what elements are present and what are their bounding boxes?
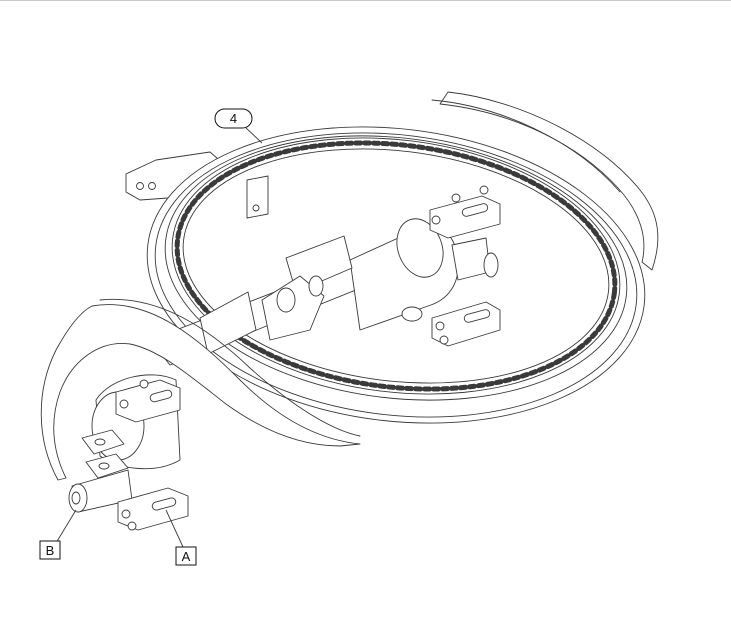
left-upper-nut-2: [139, 379, 149, 389]
callout-a-label: A: [182, 549, 191, 564]
callout-b-frame: [39, 540, 61, 560]
upper-clamp-nut-2: [451, 193, 461, 203]
clevis-pin-2: [308, 275, 324, 297]
clevis-pin-1: [276, 287, 296, 313]
bracket-bolt-1: [136, 182, 144, 190]
clevis-plate-left: [199, 291, 257, 355]
top-border-line: [0, 0, 731, 1]
ring-inner-edge: [164, 135, 628, 401]
lower-clamp-slot: [463, 309, 491, 323]
left-upper-nut-1: [119, 399, 129, 409]
gear-root-line: [171, 137, 621, 395]
leader-b: [55, 509, 77, 544]
callout-a: A: [175, 546, 197, 566]
right-cylinder-band: [451, 237, 491, 281]
right-end-cap: [483, 252, 499, 278]
leader-4: [244, 126, 263, 144]
upper-clamp-nut-3: [479, 185, 489, 195]
upper-clamp-slot: [461, 203, 489, 217]
callout-b: B: [39, 540, 61, 560]
lower-clamp-nut-1: [435, 321, 445, 331]
callout-4: 4: [214, 108, 253, 129]
left-guard-edge: [99, 298, 361, 437]
callout-b-label: B: [46, 543, 55, 558]
right-cylinder-end: [396, 218, 444, 278]
left-lower-nut-1: [121, 509, 131, 519]
bracket-bolt-2: [148, 182, 156, 190]
ear-hole-1: [94, 438, 106, 446]
lower-right-boss: [401, 306, 423, 322]
right-guard-inner: [431, 99, 621, 193]
inner-tab-hole: [252, 204, 260, 212]
leader-a: [165, 509, 184, 548]
callout-leaders: [55, 126, 263, 548]
left-guard: [40, 304, 361, 481]
callout-4-label: 4: [230, 111, 237, 126]
left-lower-nut-2: [127, 521, 137, 531]
left-upper-clamp-slot: [149, 389, 173, 403]
gear-teeth-ring: [174, 140, 618, 392]
ring-edge: [154, 132, 638, 418]
left-lower-clamp-slot: [151, 497, 177, 511]
left-shaft-pin: [71, 491, 81, 505]
upper-clamp-nut-1: [431, 215, 441, 225]
ear-hole-2: [98, 462, 110, 470]
callout-4-frame: [214, 108, 253, 129]
lower-clamp-nut-2: [439, 335, 449, 345]
callout-a-frame: [175, 546, 197, 566]
drawing-body: [40, 91, 659, 531]
inner-tab: [246, 175, 269, 219]
left-upper-clamp: [115, 379, 181, 423]
